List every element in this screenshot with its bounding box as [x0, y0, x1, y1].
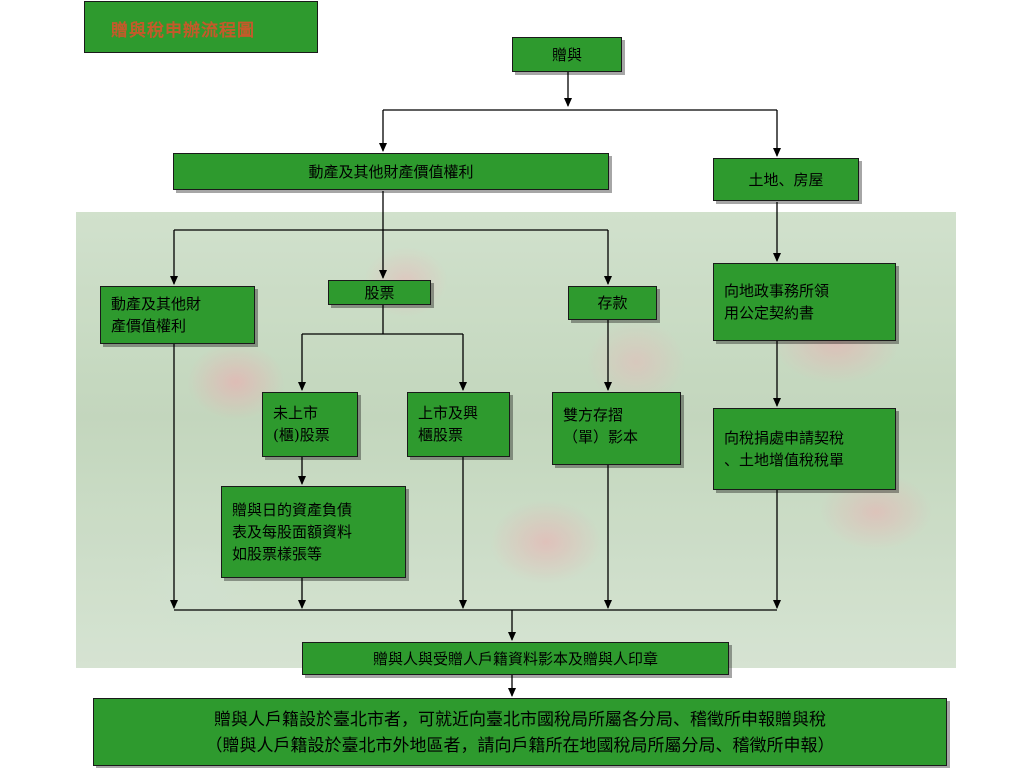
node-tax-office: 向稅捐處申請契稅 、土地增值稅稅單: [713, 408, 896, 490]
node-stock: 股票: [328, 280, 431, 305]
node-gift: 贈與: [512, 37, 622, 72]
node-balance-sheet: 贈與日的資產負債 表及每股面額資料 如股票樣張等: [221, 486, 406, 578]
diagram-title: 贈與稅申辦流程圖: [84, 1, 318, 53]
node-land-office: 向地政事務所領 用公定契約書: [713, 263, 896, 341]
node-deposit: 存款: [568, 286, 657, 320]
node-land-house: 土地、房屋: [713, 158, 859, 201]
node-unlisted-stock: 未上市 (櫃)股票: [262, 392, 358, 457]
node-movable-property-branch: 動產及其他財 產價值權利: [100, 286, 255, 344]
node-id-documents: 贈與人與受贈人戶籍資料影本及贈與人印章: [302, 642, 729, 675]
node-deposit-copy: 雙方存摺 （單）影本: [552, 392, 681, 465]
node-movable-property: 動產及其他財產價值權利: [173, 153, 609, 190]
node-final-filing: 贈與人戶籍設於臺北市者，可就近向臺北市國稅局所屬各分局、稽徵所申報贈與稅 （贈與…: [93, 698, 947, 766]
node-listed-stock: 上市及興 櫃股票: [407, 392, 510, 457]
